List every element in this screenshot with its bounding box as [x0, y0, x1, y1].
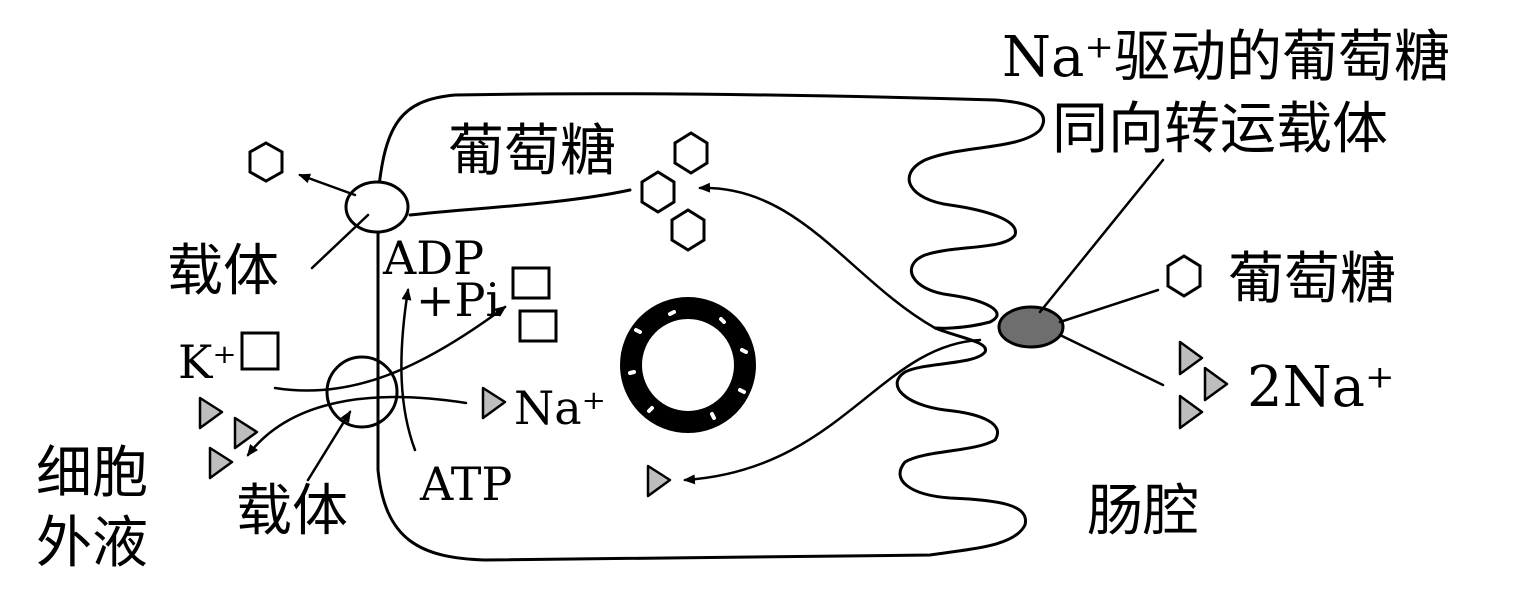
k-square-2	[518, 309, 558, 343]
arrow-na-in	[683, 338, 982, 485]
label-na-ion: Na⁺	[514, 381, 606, 435]
label-two-na: 2Na⁺	[1247, 355, 1395, 420]
cell-membrane	[376, 92, 1046, 562]
label-k-ion: K⁺	[178, 335, 237, 389]
label-lumen: 肠腔	[1087, 479, 1199, 544]
glucose-hexagon-lumen	[1166, 254, 1202, 298]
symporter-ellipse	[997, 305, 1065, 349]
label-ecf-line2: 外液	[36, 511, 148, 576]
label-carrier-bottom: 载体	[236, 479, 348, 544]
sodium-triangles	[198, 340, 1229, 498]
arrow-na-out	[246, 395, 468, 457]
carrier-circle-top	[344, 180, 410, 234]
glucose-hexagon-inside-3	[670, 208, 706, 252]
k-square-3	[240, 331, 280, 371]
label-pi: +Pi	[416, 273, 500, 327]
glucose-hexagon-outside	[248, 141, 284, 183]
label-glucose-lumen: 葡萄糖	[1228, 247, 1396, 312]
na-triangle-cell	[646, 464, 672, 498]
label-atp: ATP	[419, 457, 512, 511]
na-triangle-lumen-2	[1203, 366, 1229, 402]
leader-transporter-title	[1038, 158, 1165, 314]
label-adp: ADP	[382, 231, 484, 285]
na-triangle-lumen-1	[1178, 340, 1204, 376]
na-triangle-ecf-2	[233, 416, 259, 450]
membrane-line-top	[408, 188, 632, 217]
transporter-title-line1: Na⁺驱动的葡萄糖	[1002, 25, 1450, 90]
transporter-title-line2: 同向转运载体	[1052, 97, 1388, 162]
arrow-atp-adp	[400, 288, 417, 452]
na-triangle-ecf-1	[198, 396, 224, 430]
na-triangle-lumen-3	[1178, 394, 1204, 430]
label-ecf-line1: 细胞	[36, 441, 148, 506]
leader-carrier-top	[310, 213, 370, 270]
k-square-1	[511, 266, 551, 300]
label-glucose-inside: 葡萄糖	[448, 119, 616, 184]
label-carrier-top: 载体	[167, 239, 279, 304]
nucleus	[620, 297, 756, 433]
pump-circle	[325, 355, 399, 429]
na-triangle-ecf-3	[208, 446, 234, 480]
na-triangle-cyto	[481, 386, 507, 420]
glucose-hexagon-inside-1	[673, 131, 709, 175]
leader-carrier-bottom	[306, 410, 352, 482]
arrow-glucose-out	[298, 173, 357, 197]
arrow-k-in	[273, 305, 507, 392]
glucose-hexagon-inside-2	[640, 170, 676, 214]
arrow-glucose-in	[698, 182, 937, 330]
leader-glucose-lumen	[1058, 288, 1160, 324]
leader-two-na	[1058, 333, 1165, 387]
